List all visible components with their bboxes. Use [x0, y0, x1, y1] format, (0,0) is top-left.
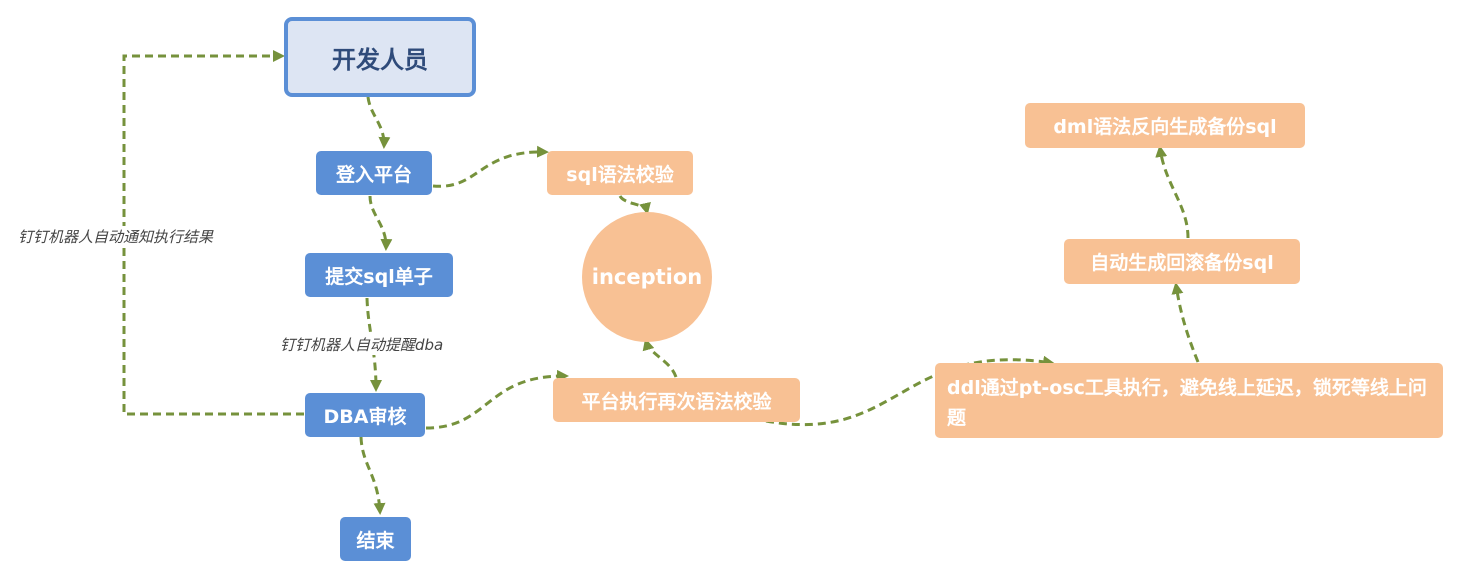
- connector-login-submit: [368, 195, 393, 251]
- node-sql-syntax-check: sql语法校验: [547, 151, 693, 195]
- node-dba-review: DBA审核: [305, 393, 425, 437]
- connector-login-sqlcheck: [432, 145, 549, 188]
- node-end: 结束: [340, 517, 411, 561]
- node-dml-backup-label: dml语法反向生成备份sql: [1053, 116, 1277, 138]
- node-inception-label: inception: [591, 265, 703, 289]
- label-remind-dba: 钉钉机器人自动提醒dba: [280, 334, 444, 355]
- connector-recheck-ddl: [765, 355, 1055, 427]
- node-ddl-pt-osc: ddl通过pt-osc工具执行，避免线上延迟，锁死等线上问题: [935, 363, 1443, 438]
- node-submit-sql-label: 提交sql单子: [325, 265, 433, 288]
- node-inception: inception: [582, 212, 712, 342]
- label-notify-result: 钉钉机器人自动通知执行结果: [18, 226, 214, 247]
- node-dba-review-label: DBA审核: [323, 405, 407, 428]
- node-login: 登入平台: [316, 151, 432, 195]
- connector-recheck-inception: [642, 338, 678, 378]
- node-developer-label: 开发人员: [332, 45, 428, 74]
- connector-sqlcheck-inception: [618, 195, 651, 215]
- node-platform-recheck: 平台执行再次语法校验: [553, 378, 800, 422]
- node-sql-syntax-check-label: sql语法校验: [566, 163, 674, 186]
- connector-dba-recheck: [425, 369, 569, 430]
- node-rollback-backup: 自动生成回滚备份sql: [1064, 239, 1300, 284]
- node-end-label: 结束: [356, 529, 395, 552]
- node-dml-backup: dml语法反向生成备份sql: [1025, 103, 1305, 148]
- connector-dba-end: [359, 436, 386, 515]
- node-rollback-backup-label: 自动生成回滚备份sql: [1090, 252, 1274, 274]
- connector-developer-login: [366, 96, 391, 149]
- node-developer: 开发人员: [284, 17, 476, 97]
- connector-rollback-dml: [1155, 145, 1190, 239]
- connector-ddl-rollback: [1171, 282, 1200, 363]
- node-platform-recheck-label: 平台执行再次语法校验: [581, 390, 772, 413]
- node-login-label: 登入平台: [335, 163, 412, 186]
- node-ddl-pt-osc-label: ddl通过pt-osc工具执行，避免线上延迟，锁死等线上问题: [947, 377, 1427, 429]
- node-submit-sql: 提交sql单子: [305, 253, 453, 297]
